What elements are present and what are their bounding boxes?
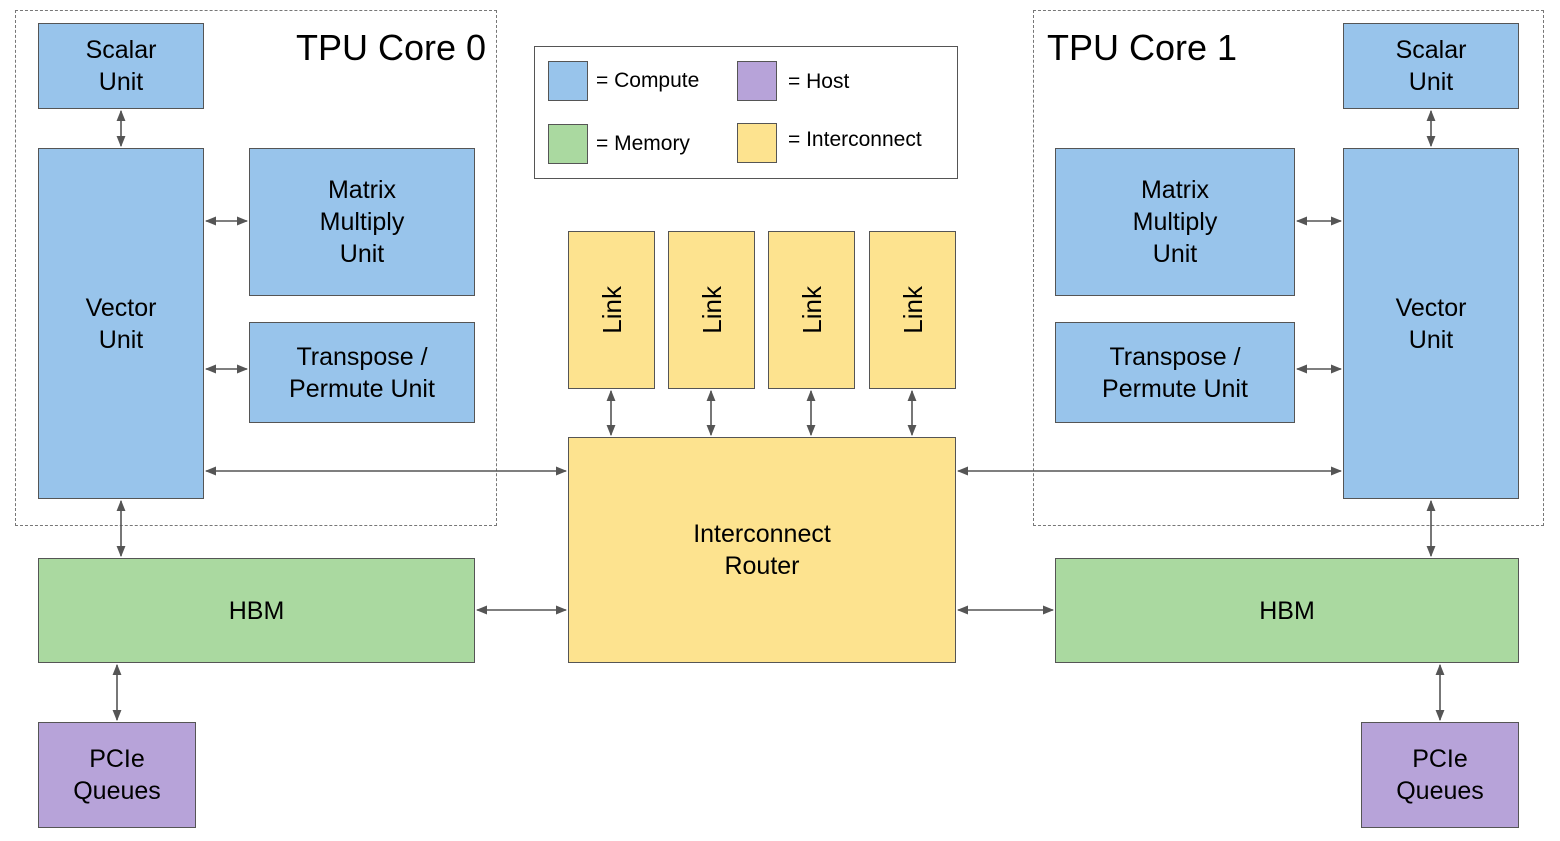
core1-scalar-label-1: Scalar xyxy=(1395,36,1467,64)
legend-interconnect-swatch xyxy=(737,123,777,163)
core1-vector-label-1: Vector xyxy=(1395,293,1467,322)
core0-hbm: HBM xyxy=(38,558,475,663)
core1-matrix-label-2: Multiply xyxy=(1132,208,1218,236)
tpu-core-0-title: TPU Core 0 xyxy=(296,27,487,68)
core0-matrix-label-1: Matrix xyxy=(327,176,397,204)
link-4: Link xyxy=(869,231,956,389)
core0-pcie-label-1: PCIe xyxy=(89,745,145,773)
core1-scalar-label-2: Unit xyxy=(1408,68,1454,96)
core1-hbm-label: HBM xyxy=(1259,596,1315,625)
legend-compute-label: = Compute xyxy=(596,69,700,92)
core0-hbm-label: HBM xyxy=(228,596,285,625)
core1-transpose-label-2: Permute Unit xyxy=(1102,374,1248,403)
core0-transpose-label-2: Permute Unit xyxy=(289,374,435,403)
router-label-1: Interconnect xyxy=(693,520,831,548)
tpu-core-1-title: TPU Core 1 xyxy=(1047,27,1238,68)
legend-memory-swatch xyxy=(548,124,588,164)
legend-host-label: = Host xyxy=(788,70,850,93)
link-1: Link xyxy=(568,231,655,389)
core0-vector-label-2: Unit xyxy=(98,325,144,354)
core1-pcie-label-1: PCIe xyxy=(1412,745,1468,773)
tpu-core-1-frame xyxy=(1033,10,1544,526)
core1-vector-label-2: Unit xyxy=(1408,325,1454,354)
legend-interconnect-label: = Interconnect xyxy=(788,128,922,151)
core0-matrix-label-2: Multiply xyxy=(319,208,405,236)
core1-hbm: HBM xyxy=(1055,558,1519,663)
tpu-core-0-frame xyxy=(15,10,497,526)
link-3: Link xyxy=(768,231,855,389)
core0-transpose-label-1: Transpose / xyxy=(296,342,428,371)
legend-memory-label: = Memory xyxy=(596,132,690,155)
core0-transpose-permute-unit: Transpose / Permute Unit xyxy=(249,322,475,423)
core0-scalar-label-1: Scalar xyxy=(85,36,157,64)
router-label-2: Router xyxy=(724,552,800,580)
core1-transpose-label-1: Transpose / xyxy=(1109,342,1241,371)
core1-matrix-label-1: Matrix xyxy=(1140,176,1210,204)
core0-pcie-label-2: Queues xyxy=(73,777,161,805)
core1-matrix-label-3: Unit xyxy=(1152,240,1198,268)
core0-matrix-label-3: Unit xyxy=(339,240,385,268)
core0-vector-label-1: Vector xyxy=(85,293,157,322)
core0-scalar-label-2: Unit xyxy=(98,68,144,96)
legend-compute-swatch xyxy=(548,61,588,101)
link-2: Link xyxy=(668,231,755,389)
legend-host-swatch xyxy=(737,61,777,101)
core1-pcie-label-2: Queues xyxy=(1396,777,1484,805)
core1-transpose-permute-unit: Transpose / Permute Unit xyxy=(1055,322,1295,423)
